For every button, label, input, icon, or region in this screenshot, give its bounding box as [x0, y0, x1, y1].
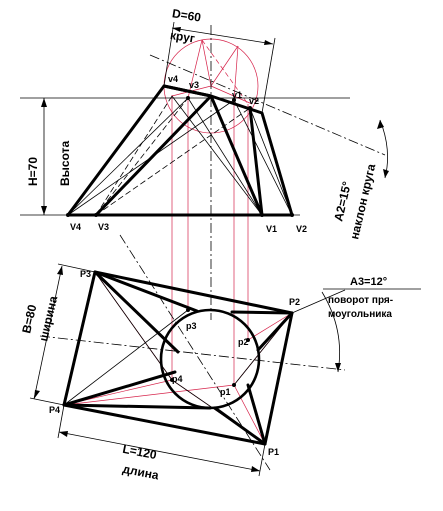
construction-ray — [201, 39, 212, 87]
extension-line — [57, 263, 96, 273]
point-label-v4: v4 — [168, 74, 178, 84]
vertex-dot — [260, 213, 264, 217]
construction-line — [247, 312, 293, 341]
hidden-line — [95, 95, 173, 216]
point-dot — [186, 308, 190, 312]
extension-line — [57, 404, 65, 439]
extension-line — [291, 289, 346, 314]
construction-line — [63, 384, 235, 406]
arrow-head — [41, 98, 47, 107]
point-label-V1: V1 — [266, 224, 277, 234]
point-dot — [232, 383, 236, 387]
arrow-head — [335, 363, 341, 372]
extension-line — [163, 21, 175, 87]
edge — [209, 94, 264, 217]
inner-line — [94, 271, 173, 381]
dimension-line — [33, 265, 63, 400]
tilt-angle-dimension: A2=15° — [331, 180, 354, 223]
rotation-note-line1: поворот пря- — [328, 295, 393, 306]
arrow-head — [41, 206, 47, 215]
width-dimension: B=80 — [19, 303, 39, 335]
inner-line — [67, 99, 235, 216]
width-dimension-sub: ширина — [36, 294, 60, 342]
hidden-line — [95, 107, 251, 216]
point-label-p3: p3 — [186, 321, 197, 331]
edge — [62, 403, 212, 410]
inner-line — [233, 99, 293, 216]
arrow-head — [264, 40, 273, 45]
rotation-note-line2: моугольника — [328, 309, 392, 320]
inner-line — [63, 309, 189, 406]
arrow-head — [377, 120, 384, 129]
vertex-dot — [290, 213, 294, 217]
point-label-v2: v2 — [249, 96, 259, 106]
edge — [93, 270, 199, 313]
vertex-dot — [232, 98, 236, 102]
vertex-dot — [248, 106, 252, 110]
point-label-V4: V4 — [70, 222, 81, 232]
construction-ray — [187, 39, 203, 99]
point-label-P1: P1 — [268, 447, 279, 457]
length-dimension-sub: длина — [121, 462, 160, 483]
point-label-P4: P4 — [49, 405, 60, 415]
inner-line — [233, 312, 293, 386]
inner-line — [171, 379, 266, 445]
point-label-P2: P2 — [289, 297, 300, 307]
construction-ray — [210, 45, 239, 87]
hidden-line — [95, 97, 189, 216]
edge — [246, 383, 267, 446]
extension-line — [29, 397, 65, 406]
construction-line — [233, 384, 266, 445]
arrow-head — [57, 266, 63, 275]
dimension-line — [171, 27, 274, 45]
point-label-p2: p2 — [238, 337, 249, 347]
point-label-V3: V3 — [98, 222, 109, 232]
vertex-dot — [94, 213, 98, 217]
arrow-head — [34, 390, 40, 399]
height-dimension-sub: Высота — [58, 141, 72, 186]
horizontal-axis — [39, 335, 346, 371]
height-dimension: H=70 — [26, 157, 40, 186]
construction-ray — [210, 85, 253, 105]
extension-line — [261, 37, 276, 114]
arrow-head — [59, 431, 68, 437]
point-dot — [246, 338, 250, 342]
point-label-P3: P3 — [80, 269, 91, 279]
vertex-dot — [66, 213, 70, 217]
edge — [93, 270, 180, 354]
inner-line — [249, 107, 293, 216]
bottom-view — [29, 263, 346, 477]
arrow-head — [383, 169, 389, 178]
edge — [230, 310, 294, 315]
vertex-dot — [186, 96, 190, 100]
inner-line — [187, 97, 263, 216]
edge — [248, 106, 264, 217]
axis-lines — [39, 25, 386, 471]
edge — [162, 84, 213, 98]
arrow-head — [251, 466, 260, 472]
point-label-V2: V2 — [296, 224, 307, 234]
inner-line — [67, 97, 189, 216]
diameter-dimension-sub: круг — [169, 28, 196, 46]
top-view — [20, 21, 389, 217]
point-dot — [170, 378, 174, 382]
point-label-v3: v3 — [189, 80, 199, 90]
dimension-line — [58, 431, 261, 472]
rotated-axis — [119, 234, 271, 471]
inner-line — [171, 95, 263, 216]
point-label-v1: v1 — [232, 90, 242, 100]
inclined-axis — [149, 54, 386, 156]
diameter-dimension: D=60 — [171, 6, 202, 24]
point-label-p1: p1 — [220, 387, 231, 397]
length-dimension: L=120 — [121, 442, 158, 462]
edge — [256, 311, 294, 352]
tilt-angle-dimension-sub: наклон круга — [347, 162, 378, 240]
point-label-p4: p4 — [172, 374, 183, 384]
arrow-head — [172, 27, 181, 32]
edge — [62, 370, 177, 407]
rotation-angle-dimension: A3=12° — [350, 276, 387, 288]
